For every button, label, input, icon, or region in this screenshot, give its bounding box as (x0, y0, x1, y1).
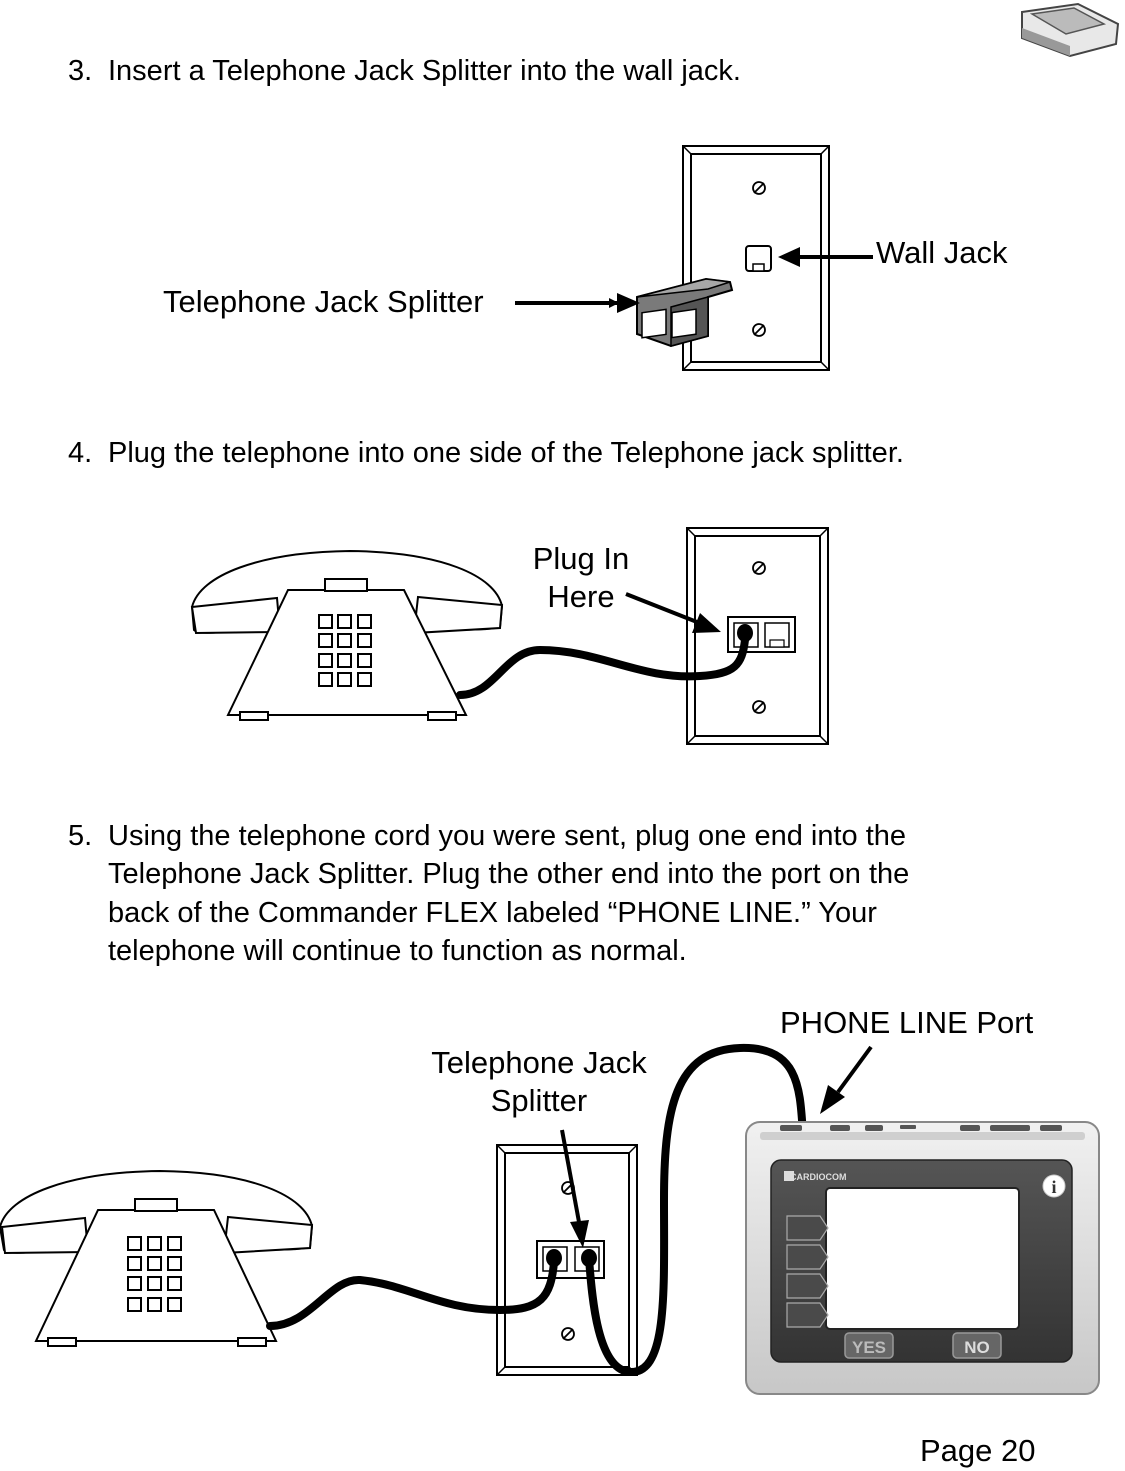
yes-button-label: YES (852, 1338, 886, 1357)
no-button (952, 1332, 1002, 1359)
fig3-phone-cord (266, 1258, 558, 1330)
screw-icon (752, 561, 766, 575)
fig1-splitter-label: Telephone Jack Splitter (163, 284, 484, 319)
yes-button (844, 1332, 894, 1359)
step-4-number: 4. (68, 437, 93, 469)
fig2-plug-icon (737, 624, 753, 642)
side-button-3 (786, 1273, 829, 1299)
fig2-phone-cord (456, 636, 749, 699)
fig3-splitter-label: Telephone Jack Splitter (410, 1044, 668, 1120)
step-5-continuation: Telephone Jack Splitter. Plug the other … (108, 855, 1088, 971)
screw-icon (752, 700, 766, 714)
fig3-device-cord (585, 1043, 807, 1377)
fig3-plug-icon (581, 1249, 597, 1267)
fig2-plug-line-1: Plug In (532, 541, 630, 576)
fig1-splitter-icon (636, 277, 734, 348)
step-5-line-4: telephone will continue to function as n… (108, 935, 687, 967)
step-4: 4. Plug the telephone into one side of th… (68, 434, 904, 472)
info-icon: i (1042, 1174, 1066, 1198)
info-icon-glyph: i (1051, 1177, 1056, 1197)
fig2-wall-plate (686, 527, 829, 745)
fig2-plug-arrow (625, 592, 703, 626)
step-3-number: 3. (68, 55, 93, 87)
fig2-telephone-icon (190, 549, 504, 721)
side-button-2 (786, 1244, 829, 1270)
device-thumbnail-icon (1021, 2, 1120, 58)
step-5-line-2: Telephone Jack Splitter. Plug the other … (108, 858, 910, 890)
side-button-4 (786, 1302, 829, 1328)
commander-flex-device: CARDIOCOM i YES NO (745, 1121, 1100, 1395)
device-side-buttons (786, 1215, 829, 1328)
side-button-1 (786, 1215, 829, 1241)
fig3-splitter-line-2: Splitter (490, 1083, 588, 1118)
fig3-telephone-icon (0, 1169, 314, 1347)
fig2-plug-in-label: Plug In Here (520, 540, 642, 616)
fig3-port-arrow (836, 1045, 873, 1094)
step-5-line-3: back of the Commander FLEX labeled “PHON… (108, 896, 877, 929)
fig3-splitter-arrow (560, 1129, 581, 1223)
fig3-wall-plate (496, 1144, 638, 1376)
wall-jack-port-icon (745, 245, 772, 272)
screw-icon (752, 323, 766, 337)
step-3: 3. Insert a Telephone Jack Splitter into … (68, 52, 741, 90)
fig1-wall-jack-label: Wall Jack (876, 235, 1008, 270)
no-button-label: NO (964, 1338, 990, 1357)
step-5-line-1: Using the telephone cord you were sent, … (108, 820, 907, 852)
screw-icon (561, 1327, 575, 1341)
screw-icon (752, 181, 766, 195)
fig2-plug-line-2: Here (547, 579, 615, 614)
device-screen (825, 1187, 1020, 1330)
fig3-plug-icon (546, 1249, 562, 1267)
step-3-text: Insert a Telephone Jack Splitter into th… (108, 55, 741, 87)
brand-logo-text: CARDIOCOM (790, 1172, 847, 1182)
step-4-text: Plug the telephone into one side of the … (108, 437, 904, 469)
brand-logo-icon: CARDIOCOM (784, 1171, 847, 1182)
step-5: 5. Using the telephone cord you were sent… (68, 817, 906, 855)
fig3-splitter-line-1: Telephone Jack (431, 1045, 647, 1080)
step-5-number: 5. (68, 820, 93, 852)
page-number: Page 20 (920, 1433, 1036, 1468)
fig3-port-label: PHONE LINE Port (780, 1005, 1034, 1040)
